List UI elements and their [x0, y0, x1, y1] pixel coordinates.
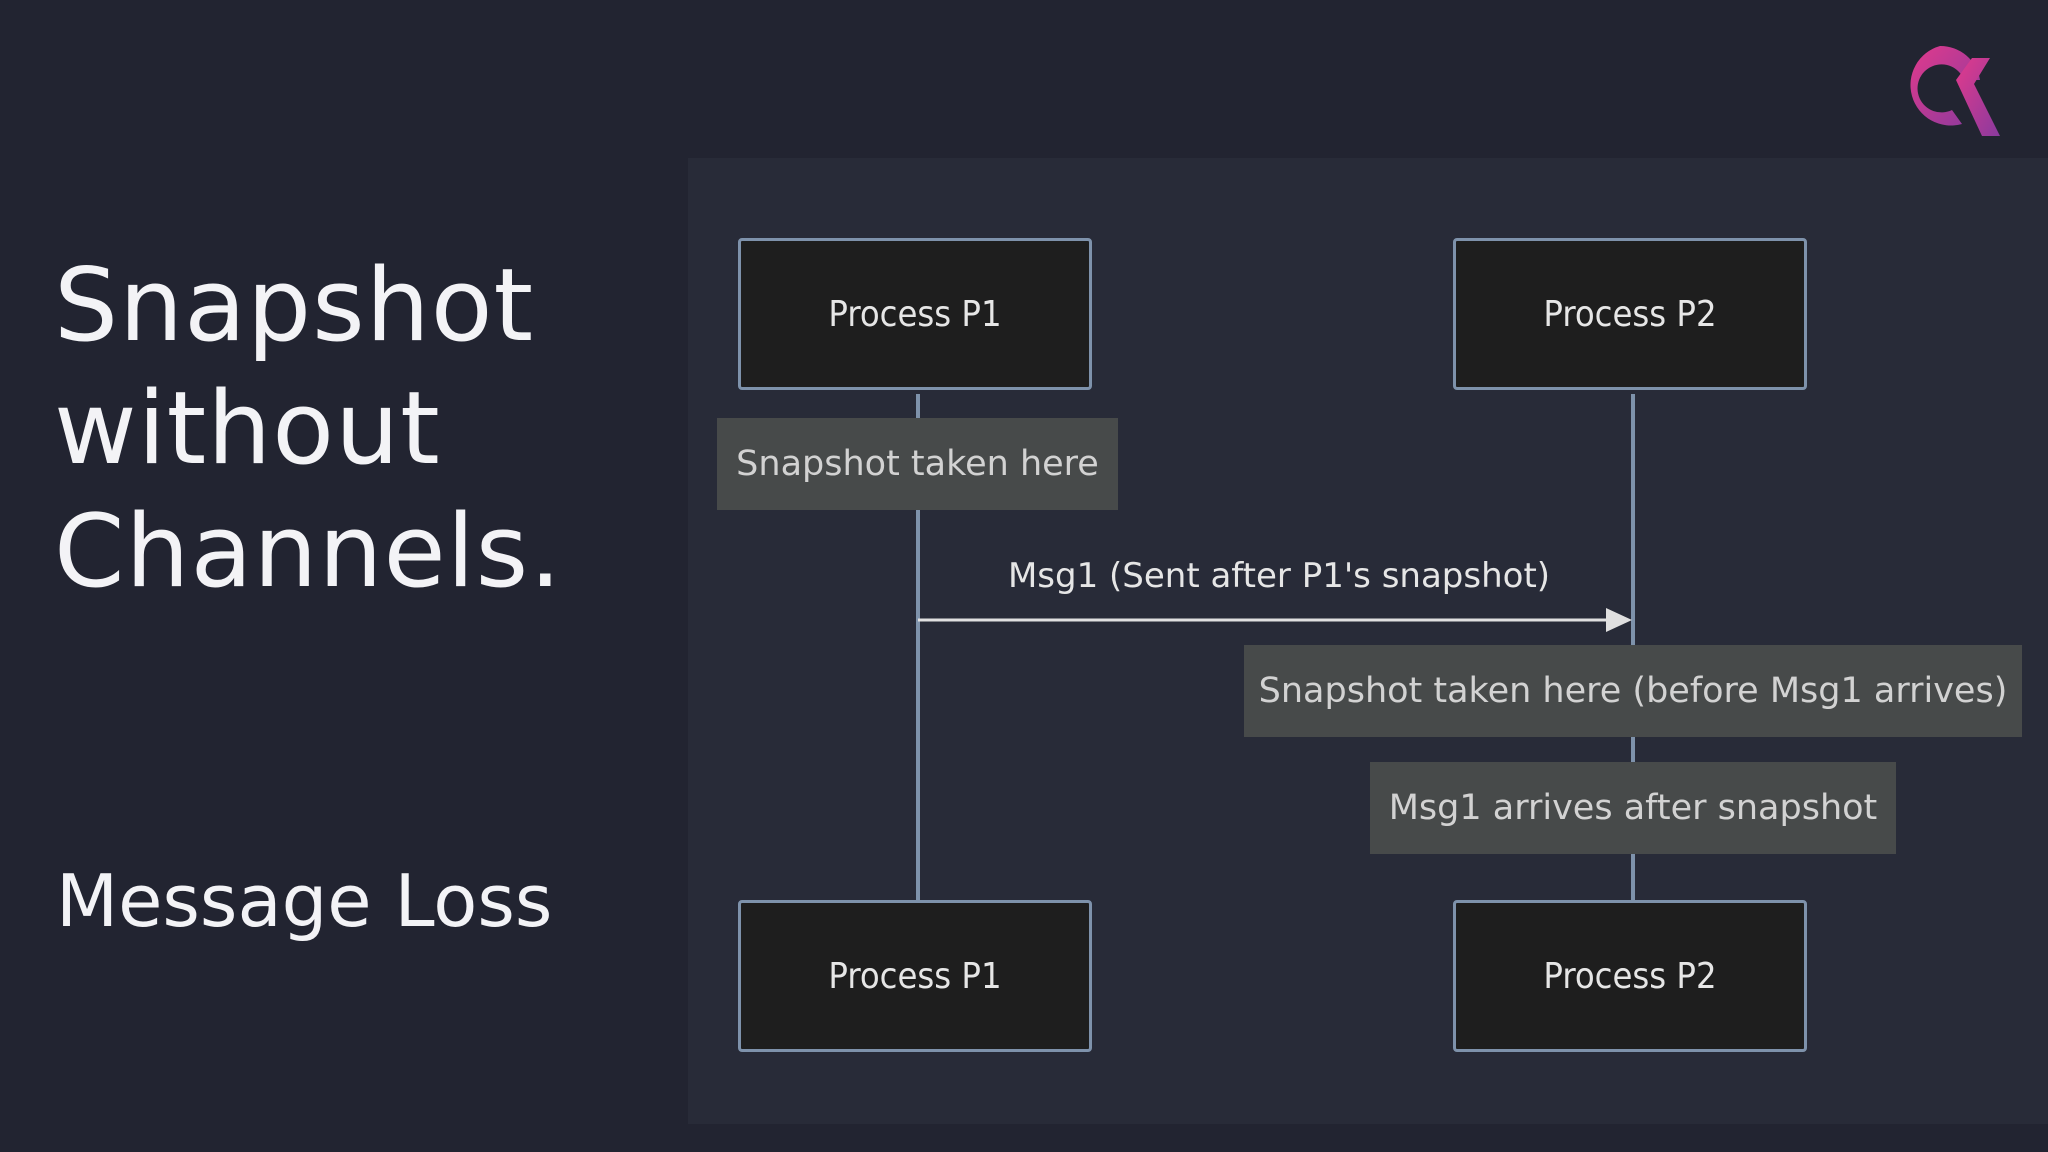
slide-title-line: Channels.	[54, 492, 563, 610]
note-p2-msg-arrives: Msg1 arrives after snapshot	[1370, 762, 1896, 854]
slide-title-line: without	[54, 369, 441, 487]
actor-bottom-p2: Process P2	[1453, 900, 1807, 1052]
brand-logo-icon	[1910, 45, 2000, 136]
actor-top-p1: Process P1	[738, 238, 1092, 390]
message-label: Msg1 (Sent after P1's snapshot)	[1007, 556, 1551, 596]
actor-top-p2: Process P2	[1453, 238, 1807, 390]
slide-subtitle: Message Loss	[56, 859, 553, 943]
arrowhead-icon	[1606, 608, 1632, 632]
slide-title-line: Snapshot	[54, 246, 535, 364]
note-p2-snapshot: Snapshot taken here (before Msg1 arrives…	[1244, 645, 2022, 737]
note-p1-snapshot: Snapshot taken here	[717, 418, 1118, 510]
slide-title: Snapshot without Channels.	[54, 244, 654, 613]
actor-bottom-p1: Process P1	[738, 900, 1092, 1052]
